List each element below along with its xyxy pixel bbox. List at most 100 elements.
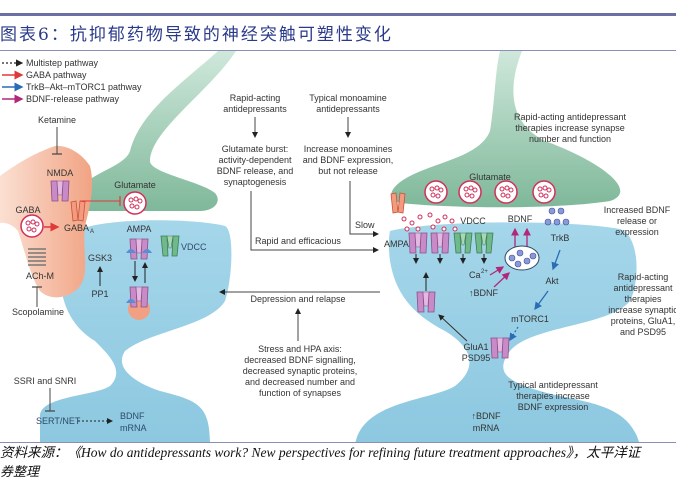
gaba-label: GABA: [15, 205, 40, 215]
right-ampa-label: AMPA: [384, 239, 409, 249]
right-glutamate-vesicle: [424, 180, 448, 204]
left-glutamate-vesicle: [123, 191, 147, 215]
psd95-label: PSD95: [462, 353, 491, 363]
svg-text:antidepressants: antidepressants: [223, 104, 287, 114]
up-bdnf-label: ↑BDNF: [469, 288, 499, 298]
svg-text:number and function: number and function: [529, 134, 611, 144]
svg-text:Rapid-acting antidepressant: Rapid-acting antidepressant: [514, 112, 627, 122]
svg-text:therapies: therapies: [624, 294, 662, 304]
rapid-efficacious-label: Rapid and efficacious: [255, 236, 341, 246]
source-note: 资料来源：《How do antidepressants work? New p…: [0, 445, 641, 460]
gaba-vesicle: [20, 214, 44, 238]
rapid-synaptic-proteins-text: Rapid-acting antidepressant therapies in…: [608, 272, 676, 337]
ssri-snri-label: SSRI and SNRI: [14, 376, 77, 386]
svg-text:therapies increase synapse: therapies increase synapse: [515, 123, 625, 133]
svg-text:synaptogenesis: synaptogenesis: [224, 177, 287, 187]
svg-text:BDNF release, and: BDNF release, and: [217, 166, 294, 176]
source-note-continued: 券整理: [0, 464, 40, 479]
top-rule: [0, 13, 676, 16]
svg-text:Increased BDNF: Increased BDNF: [604, 205, 671, 215]
ach-m-receptor: [28, 248, 46, 266]
svg-text:increase synaptic: increase synaptic: [608, 305, 676, 315]
svg-text:release or: release or: [617, 216, 657, 226]
svg-text:decreased BDNF signalling,: decreased BDNF signalling,: [244, 355, 356, 365]
ketamine-label: Ketamine: [38, 115, 76, 125]
figure-title: 图表6：抗抑郁药物导致的神经突触可塑性变化: [0, 25, 393, 45]
legend-item-gaba: GABA pathway: [2, 70, 87, 80]
svg-text:and BDNF expression,: and BDNF expression,: [303, 155, 394, 165]
mtorc1-label: mTORC1: [511, 314, 549, 324]
left-vdcc-label: VDCC: [181, 242, 207, 252]
trkb-label: TrkB: [551, 233, 570, 243]
gsk3-label: GSK3: [88, 253, 112, 263]
right-glutamate-vesicle: [458, 180, 482, 204]
svg-text:and decreased number and: and decreased number and: [245, 377, 355, 387]
increase-monoamines-text: Increase monoamines and BDNF expression,…: [303, 144, 394, 176]
bottom-rule: [0, 442, 676, 443]
legend: Multistep pathway GABA pathway TrkB–Akt–…: [2, 58, 142, 104]
gaba-a-subscript: A: [90, 229, 94, 235]
left-presynaptic-terminal: [70, 51, 236, 211]
ach-m-label: ACh-M: [26, 271, 54, 281]
svg-text:but not release: but not release: [318, 166, 378, 176]
right-glutamate-vesicle: [494, 180, 518, 204]
right-mrna-label: mRNA: [473, 423, 500, 433]
left-ampa-label: AMPA: [127, 224, 152, 234]
typical-monoamine-title: Typical monoamine antidepressants: [309, 93, 387, 114]
depression-relapse-label: Depression and relapse: [250, 294, 345, 304]
stress-hpa-text: Stress and HPA axis: decreased BDNF sign…: [243, 344, 358, 398]
calcium-superscript: 2+: [481, 269, 488, 275]
svg-text:Typical monoamine: Typical monoamine: [309, 93, 387, 103]
title-rule: [0, 50, 676, 51]
glua1-label: GluA1: [463, 342, 488, 352]
scopolamine-label: Scopolamine: [12, 307, 64, 317]
svg-text:expression: expression: [615, 227, 659, 237]
svg-text:proteins, GluA1,: proteins, GluA1,: [611, 316, 676, 326]
svg-text:antidepressants: antidepressants: [316, 104, 380, 114]
svg-text:therapies increase: therapies increase: [516, 391, 590, 401]
svg-text:function of synapses: function of synapses: [259, 388, 342, 398]
calcium-label: Ca: [469, 270, 481, 280]
trkb-ligands: [544, 207, 570, 226]
akt-label: Akt: [545, 276, 559, 286]
slow-label: Slow: [355, 220, 375, 230]
right-bdnf-label: BDNF: [508, 214, 533, 224]
svg-text:Typical antidepressant: Typical antidepressant: [508, 380, 598, 390]
left-postsynaptic-spine: [40, 220, 232, 442]
right-bdnf-mrna-label: ↑BDNF: [472, 411, 502, 421]
svg-text:and PSD95: and PSD95: [620, 327, 666, 337]
nmda-label: NMDA: [47, 168, 74, 178]
svg-text:Stress and HPA axis:: Stress and HPA axis:: [258, 344, 342, 354]
right-vdcc-label: VDCC: [460, 216, 486, 226]
svg-text:Increase monoamines: Increase monoamines: [304, 144, 393, 154]
legend-label: Multistep pathway: [26, 58, 99, 68]
left-bdnf-mrna-label: BDNF: [120, 411, 145, 421]
svg-text:decreased synaptic proteins,: decreased synaptic proteins,: [243, 366, 358, 376]
legend-item-trkb: TrkB–Akt–mTORC1 pathway: [2, 82, 142, 92]
legend-label: GABA pathway: [26, 70, 87, 80]
typical-bdnf-expression-text: Typical antidepressant therapies increas…: [508, 380, 598, 412]
right-postsynaptic-spine: [355, 222, 639, 442]
legend-label: BDNF-release pathway: [26, 94, 120, 104]
glutamate-release-dots: [401, 212, 458, 232]
bdnf-vesicle: [504, 245, 540, 271]
svg-text:antidepressant: antidepressant: [613, 283, 673, 293]
legend-item-multistep: Multistep pathway: [2, 58, 99, 68]
left-mrna-label: mRNA: [120, 423, 147, 433]
synaptic-plasticity-diagram: Multistep pathway GABA pathway TrkB–Akt–…: [0, 51, 676, 442]
svg-text:BDNF expression: BDNF expression: [518, 402, 589, 412]
left-glutamate-label: Glutamate: [114, 180, 156, 190]
rapid-acting-title: Rapid-acting antidepressants: [223, 93, 287, 114]
svg-text:activity-dependent: activity-dependent: [218, 155, 292, 165]
svg-text:Rapid-acting: Rapid-acting: [230, 93, 281, 103]
increase-synapse-text: Rapid-acting antidepressant therapies in…: [514, 112, 627, 144]
svg-text:Glutamate burst:: Glutamate burst:: [222, 144, 289, 154]
sert-net-label: SERT/NET: [36, 416, 81, 426]
legend-item-bdnf-release: BDNF-release pathway: [2, 94, 120, 104]
right-glutamate-label: Glutamate: [469, 172, 511, 182]
right-glutamate-vesicle: [532, 180, 556, 204]
right-presynaptic-terminal: [391, 51, 621, 208]
pp1-label: PP1: [91, 289, 108, 299]
svg-text:Rapid-acting: Rapid-acting: [618, 272, 669, 282]
legend-label: TrkB–Akt–mTORC1 pathway: [26, 82, 142, 92]
